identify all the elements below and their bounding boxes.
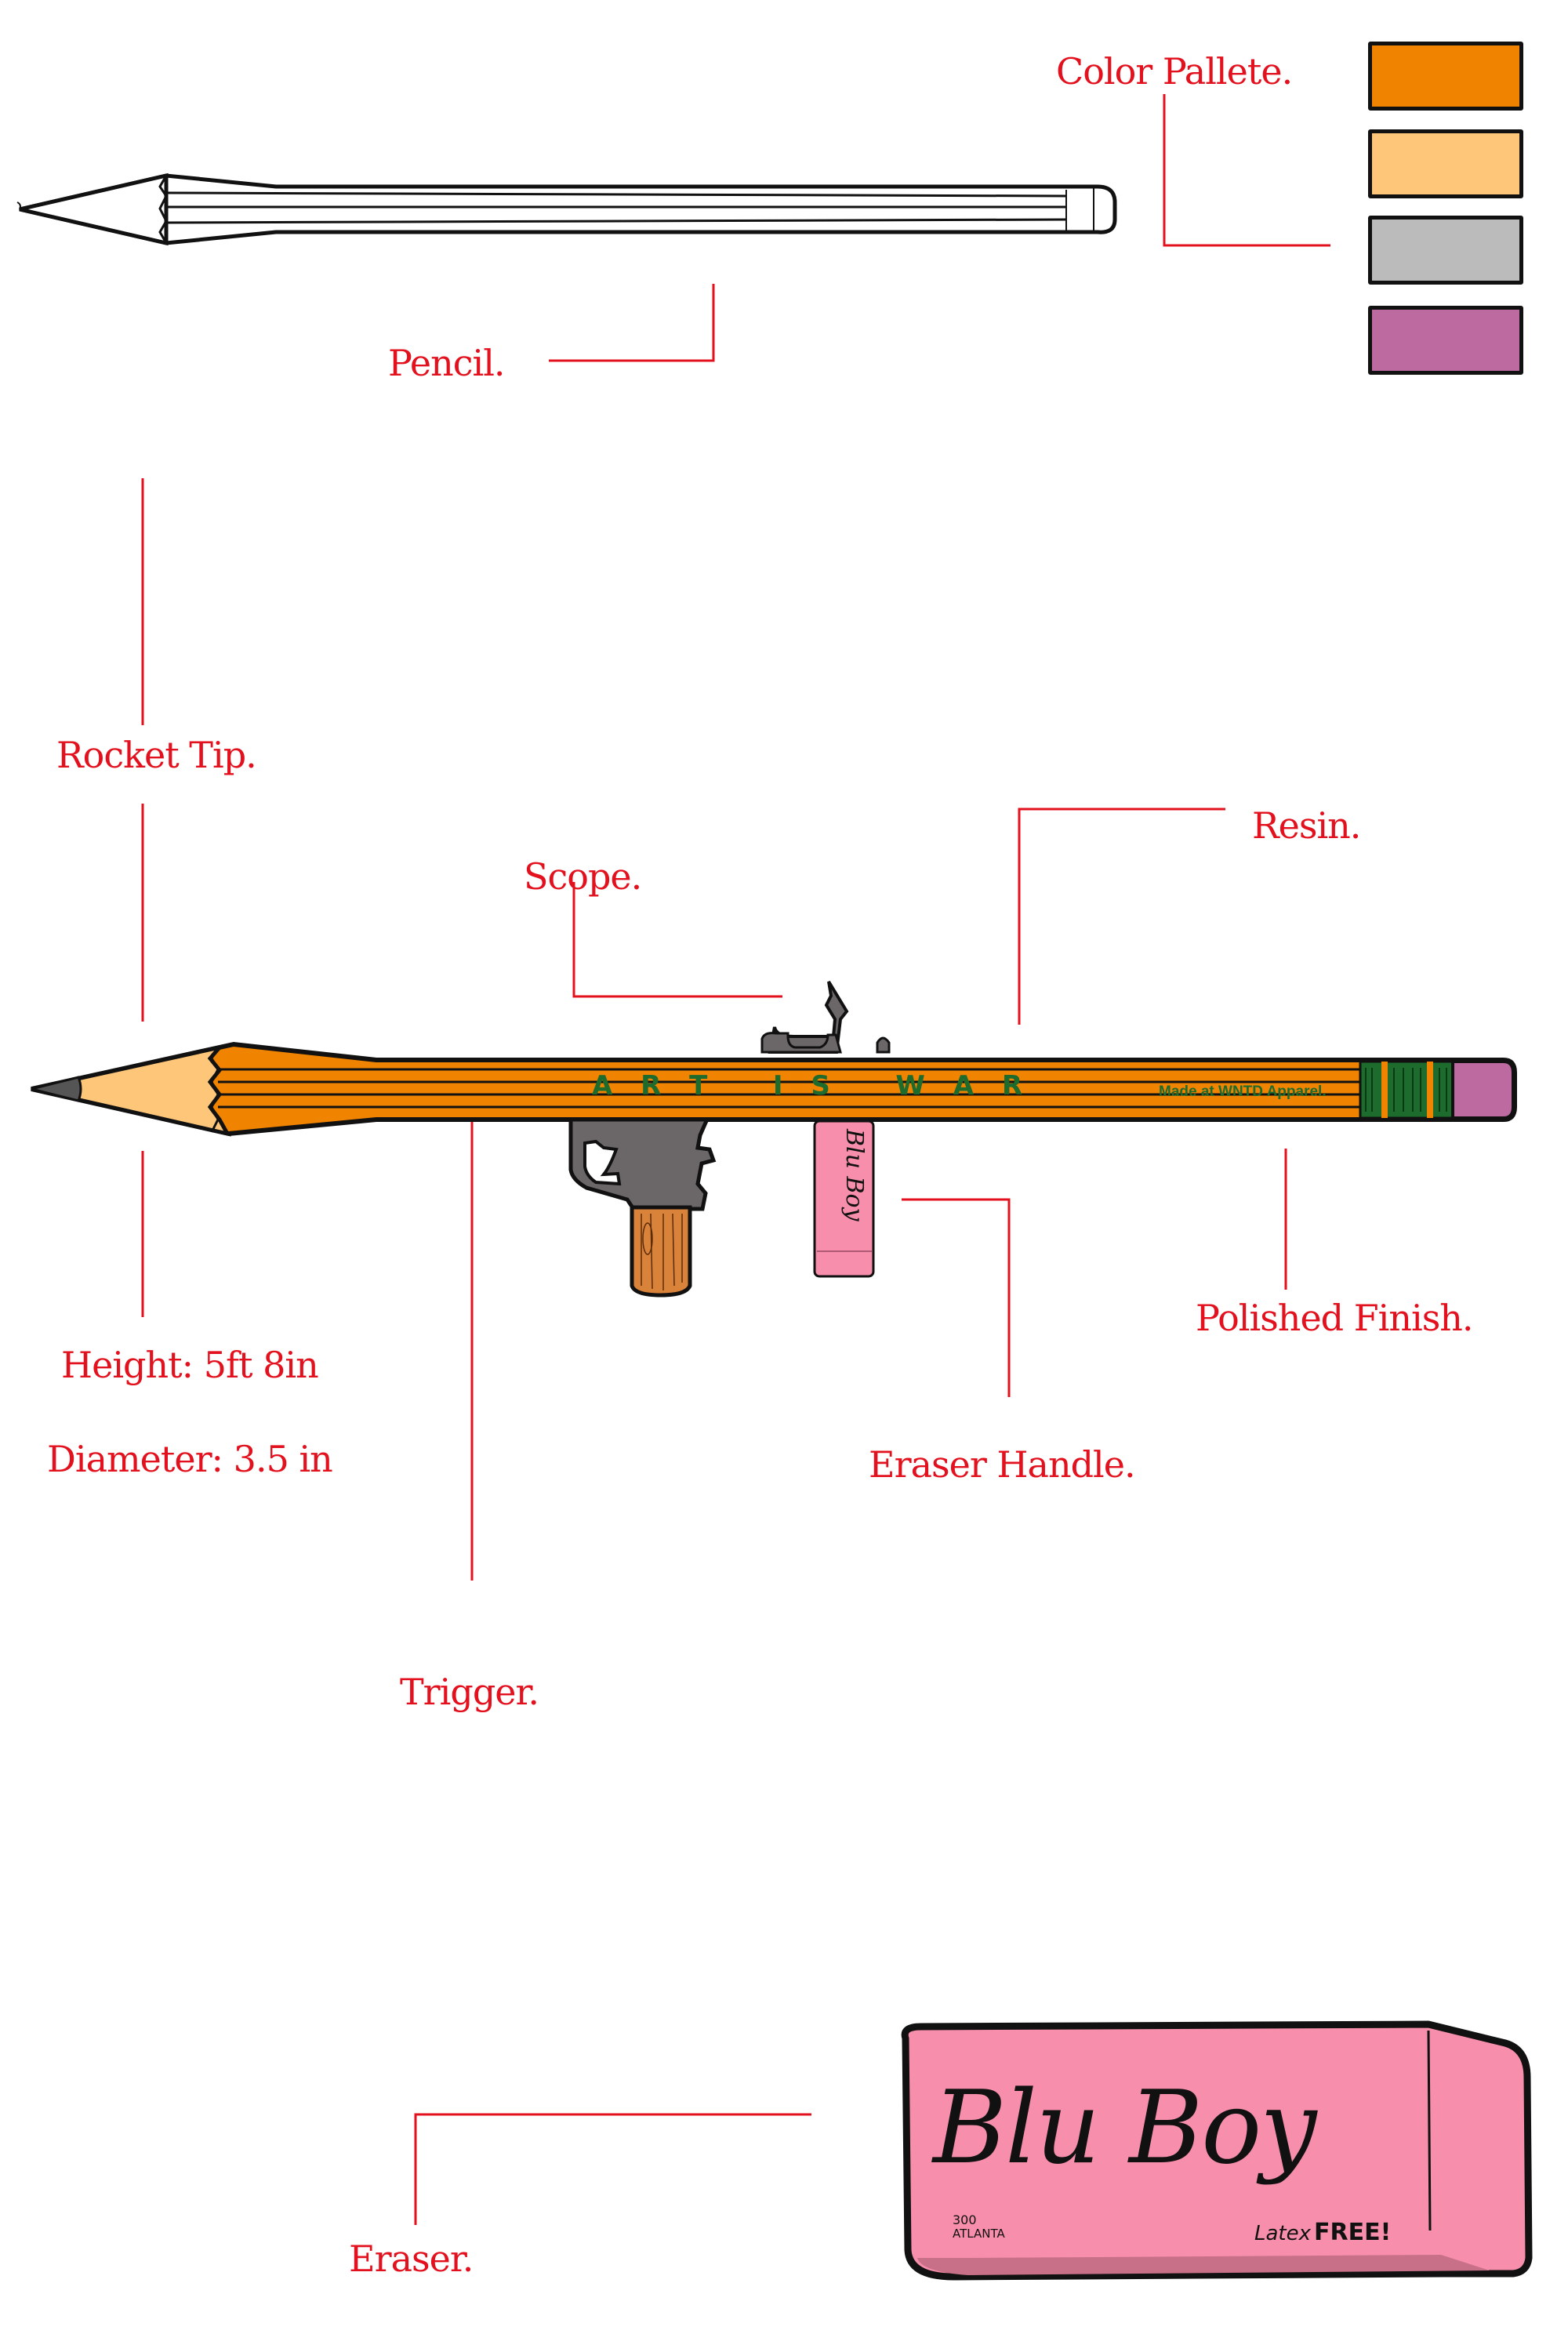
eraser-brand: Blu Boy — [933, 2070, 1317, 2187]
eraser-model: 300 — [953, 2212, 977, 2227]
label-scope: Scope. — [524, 855, 642, 898]
label-eraser-handle: Eraser Handle. — [869, 1443, 1136, 1486]
pencil-outline-illustration — [16, 172, 1117, 246]
rocket-slogan: A R T I S W A R — [592, 1070, 1033, 1102]
eraser-handle-leader-line — [902, 1198, 1011, 1397]
label-resin: Resin. — [1252, 804, 1361, 847]
label-pencil: Pencil. — [388, 342, 506, 384]
eraser-free: FREE! — [1314, 2219, 1392, 2246]
leader-lines — [141, 94, 1330, 2225]
wood-grip — [630, 1205, 692, 1298]
resin-leader-line — [1018, 808, 1225, 1025]
blu-boy-eraser-illustration — [901, 2020, 1533, 2281]
rocket-maker-text: Made at WNTD Apparel. — [1159, 1083, 1327, 1100]
label-rocket-tip: Rocket Tip. — [56, 734, 257, 776]
label-trigger: Trigger. — [400, 1671, 539, 1713]
eraser-handle-brand: Blu Boy — [840, 1128, 868, 1222]
palette-swatch-light-orange — [1368, 129, 1523, 198]
palette-swatch-purple — [1368, 306, 1523, 375]
eraser-handle-illustration — [813, 1120, 875, 1278]
palette-leader-line — [1163, 94, 1330, 247]
palette-swatch-orange — [1368, 42, 1523, 111]
eraser-latex-label: Latex FREE! — [1254, 2219, 1391, 2246]
palette-swatch-gray — [1368, 216, 1523, 285]
label-polished-finish: Polished Finish. — [1196, 1297, 1474, 1339]
trigger-icon — [583, 1139, 622, 1186]
eraser-city: ATLANTA — [953, 2227, 1005, 2241]
label-eraser: Eraser. — [349, 2238, 474, 2280]
eraser-latex: Latex — [1254, 2222, 1311, 2245]
label-height: Height: 5ft 8in — [61, 1344, 319, 1386]
rocket-pencil-illustration: Blu Boy — [31, 980, 1517, 1298]
label-diameter: Diameter: 3.5 in — [47, 1438, 333, 1480]
pencil-eraser-cap — [1451, 1060, 1515, 1120]
trigger-leader-line — [470, 1080, 550, 1581]
label-color-palette: Color Pallete. — [1056, 50, 1293, 93]
pencil-leader-line — [549, 284, 715, 362]
trigger-housing — [568, 1117, 717, 1211]
scope-leader-line — [572, 882, 782, 998]
eraser-leader-line — [414, 2113, 811, 2225]
